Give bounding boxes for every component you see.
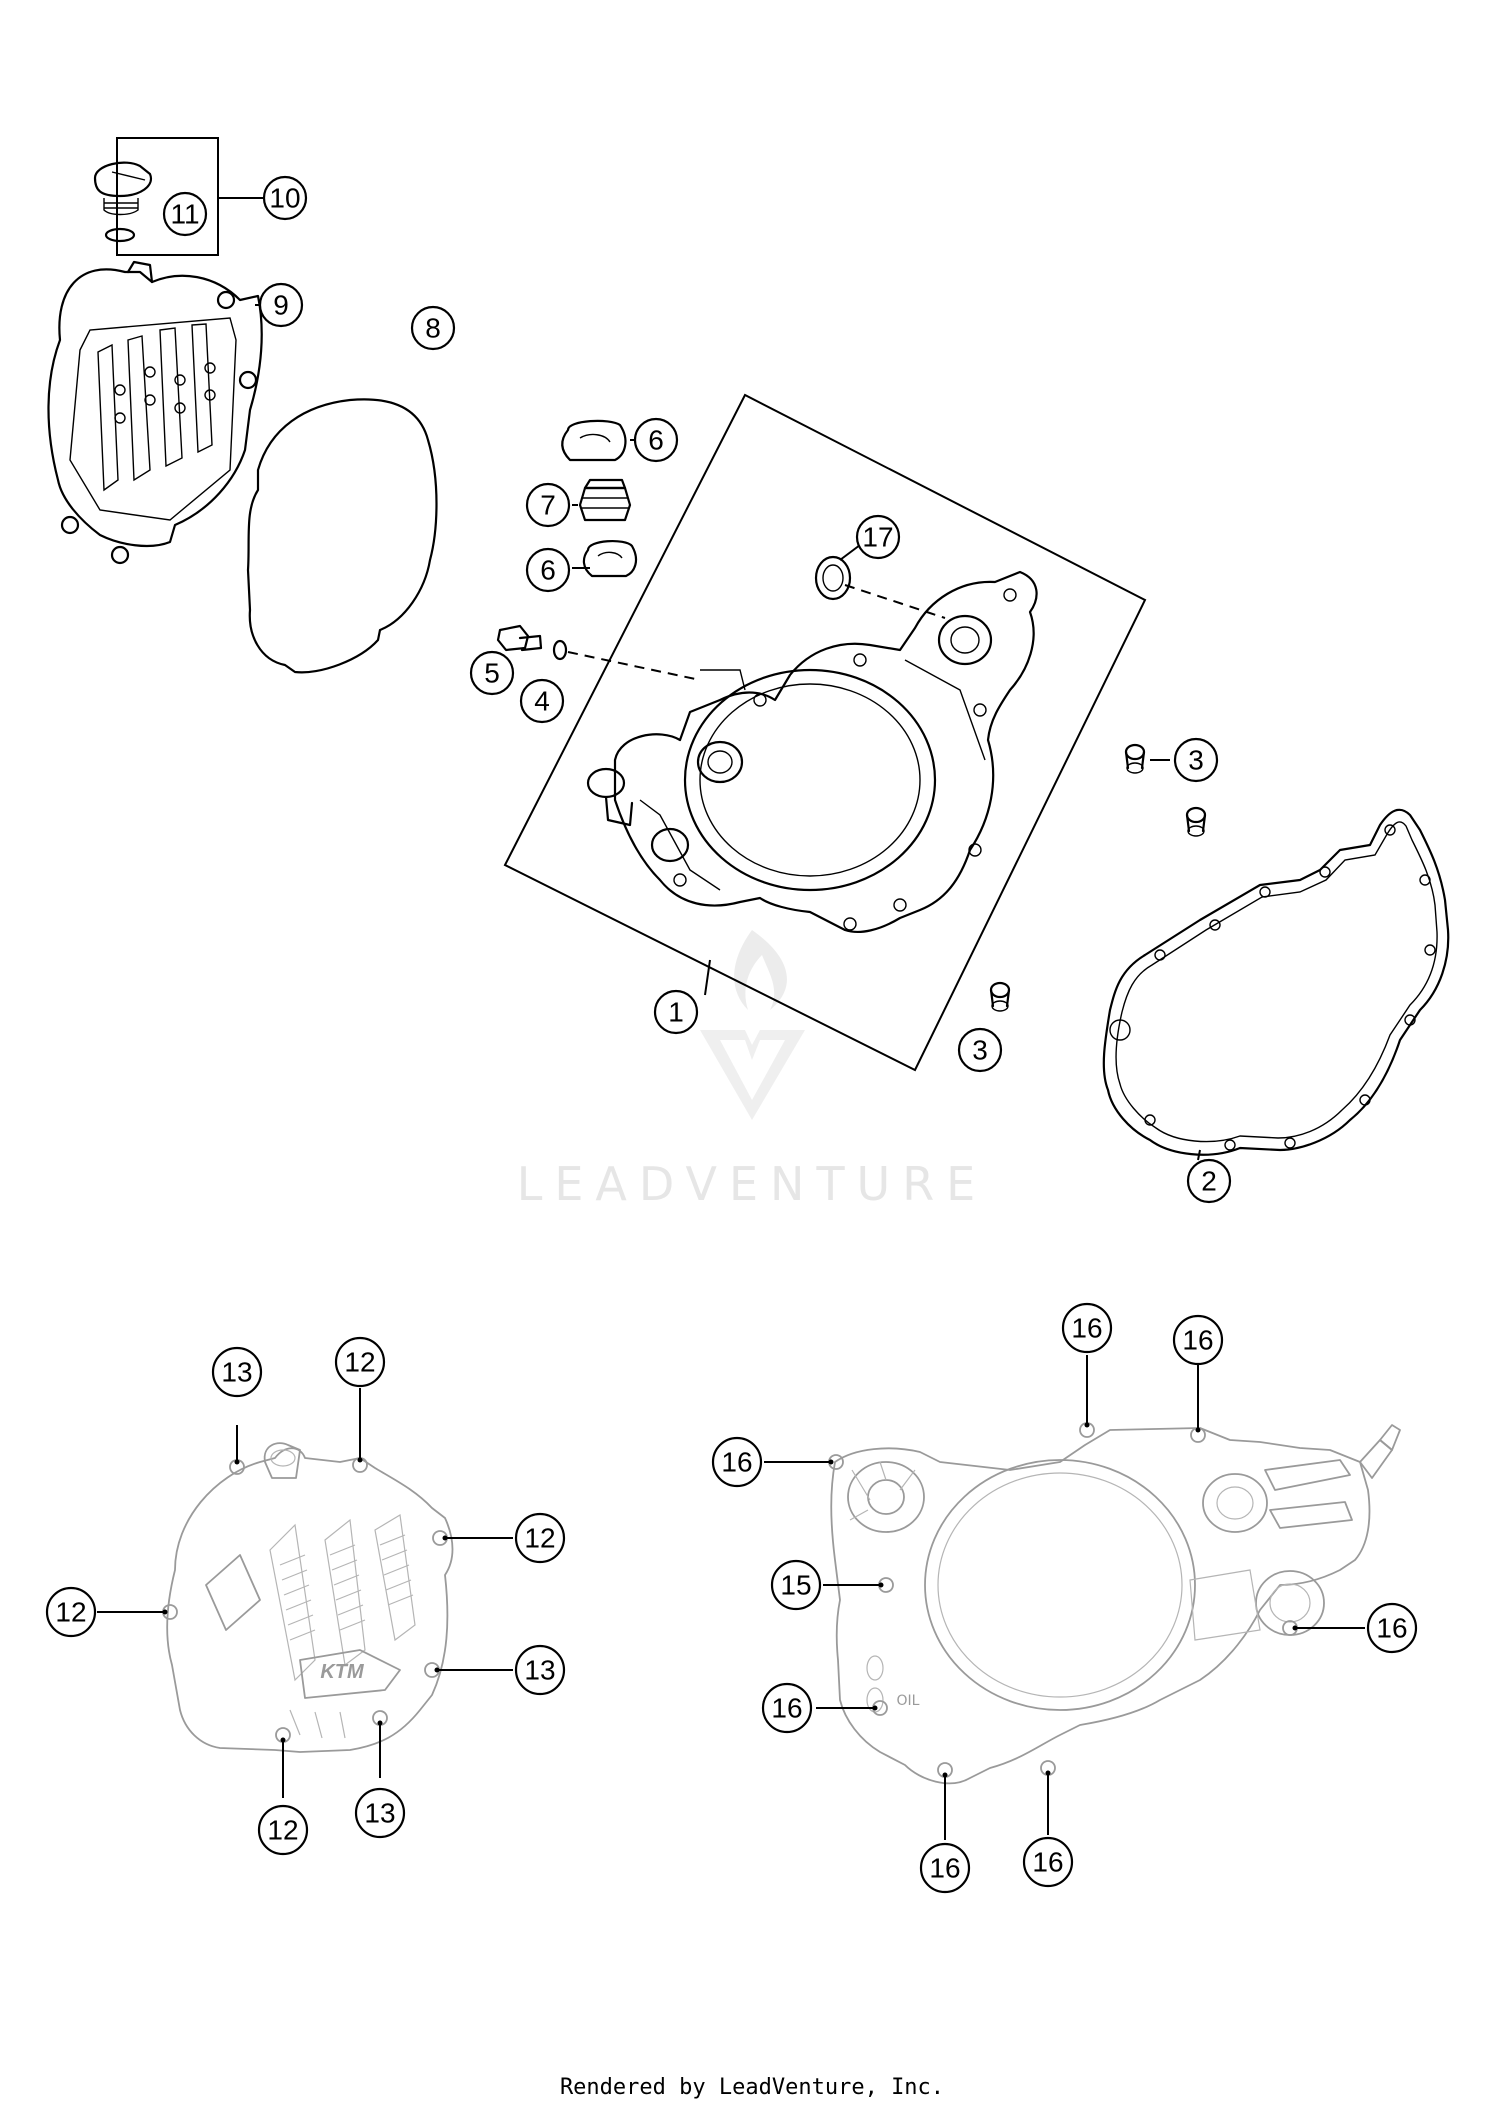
dowel-pin-2 xyxy=(1185,806,1207,837)
cover-o-ring xyxy=(246,398,438,674)
grommet-top xyxy=(561,419,627,462)
ktm-logo: KTM xyxy=(320,1661,365,1683)
svg-text:13: 13 xyxy=(524,1655,555,1686)
svg-text:13: 13 xyxy=(364,1798,395,1829)
callout-10: 10 xyxy=(262,175,308,221)
callout-16-left-bottom: 16 xyxy=(761,1682,813,1734)
svg-text:4: 4 xyxy=(534,686,550,717)
leadventure-flame-logo xyxy=(700,930,805,1120)
svg-text:12: 12 xyxy=(55,1597,86,1628)
svg-text:12: 12 xyxy=(267,1815,298,1846)
grommet-bottom xyxy=(582,540,638,578)
svg-text:16: 16 xyxy=(1032,1847,1063,1878)
svg-text:10: 10 xyxy=(269,183,300,214)
callout-12-bottom: 12 xyxy=(257,1804,309,1856)
callout-13-bottom: 13 xyxy=(354,1787,406,1839)
callout-1: 1 xyxy=(653,989,699,1035)
svg-text:16: 16 xyxy=(771,1693,802,1724)
callout-8: 8 xyxy=(410,305,456,351)
svg-text:7: 7 xyxy=(540,490,556,521)
oil-mark: OIL xyxy=(897,1693,920,1709)
callout-3-top: 3 xyxy=(1173,737,1219,783)
svg-text:8: 8 xyxy=(425,313,441,344)
shaft-seal-ring xyxy=(814,555,852,601)
svg-text:1: 1 xyxy=(668,997,684,1028)
callout-12-right: 12 xyxy=(514,1512,566,1564)
plug-o-ring xyxy=(104,227,136,243)
svg-text:16: 16 xyxy=(1182,1325,1213,1356)
svg-text:2: 2 xyxy=(1201,1166,1217,1197)
svg-text:17: 17 xyxy=(862,522,893,553)
svg-text:16: 16 xyxy=(1071,1313,1102,1344)
callout-6-top: 6 xyxy=(633,417,679,463)
outer-clutch-cover xyxy=(47,260,263,565)
svg-text:16: 16 xyxy=(721,1447,752,1478)
callout-16-left-top: 16 xyxy=(711,1436,763,1488)
callout-16-top-b: 16 xyxy=(1172,1314,1224,1366)
footer-credit: Rendered by LeadVenture, Inc. xyxy=(560,2075,944,2100)
svg-text:6: 6 xyxy=(540,555,556,586)
inner-cover-frame xyxy=(503,393,1147,1072)
callout-6-bottom: 6 xyxy=(525,547,571,593)
svg-text:15: 15 xyxy=(780,1570,811,1601)
svg-text:3: 3 xyxy=(1188,745,1204,776)
svg-text:13: 13 xyxy=(221,1357,252,1388)
rubber-seal xyxy=(578,478,632,522)
svg-text:6: 6 xyxy=(648,425,664,456)
svg-text:16: 16 xyxy=(1376,1613,1407,1644)
callout-16-top-a: 16 xyxy=(1061,1302,1113,1354)
callout-4: 4 xyxy=(519,678,565,724)
callout-5: 5 xyxy=(469,650,515,696)
drain-screw xyxy=(496,624,543,652)
svg-text:5: 5 xyxy=(484,658,500,689)
callout-3-bottom: 3 xyxy=(957,1027,1003,1073)
callout-13-right: 13 xyxy=(514,1644,566,1696)
inner-clutch-cover xyxy=(586,570,1038,934)
outer-cover-bolt-map: KTM xyxy=(97,1388,513,1798)
callout-12-left: 12 xyxy=(45,1586,97,1638)
cover-gasket xyxy=(1102,808,1450,1156)
dowel-pin-1 xyxy=(1124,743,1146,774)
callout-7: 7 xyxy=(525,482,571,528)
svg-text:9: 9 xyxy=(273,290,289,321)
svg-text:16: 16 xyxy=(929,1853,960,1884)
seal-washer xyxy=(552,639,568,661)
svg-text:12: 12 xyxy=(524,1523,555,1554)
callout-2: 2 xyxy=(1186,1158,1232,1204)
callout-11: 11 xyxy=(162,191,208,237)
oil-filler-plug xyxy=(93,161,153,216)
callout-15: 15 xyxy=(770,1559,822,1611)
svg-text:3: 3 xyxy=(972,1035,988,1066)
callout-16-bottom-a: 16 xyxy=(919,1842,971,1894)
svg-text:11: 11 xyxy=(170,199,199,230)
callout-13-top: 13 xyxy=(211,1346,263,1398)
dowel-pin-3 xyxy=(989,981,1011,1012)
inner-cover-bolt-map: OIL xyxy=(764,1355,1401,1840)
watermark-text: LEADVENTURE xyxy=(517,1157,988,1211)
svg-text:12: 12 xyxy=(344,1347,375,1378)
callout-9: 9 xyxy=(258,282,304,328)
callout-12-top: 12 xyxy=(334,1336,386,1388)
callout-16-bottom-b: 16 xyxy=(1022,1836,1074,1888)
callout-17: 17 xyxy=(855,514,901,560)
callout-16-right: 16 xyxy=(1366,1602,1418,1654)
watermark: LEADVENTURE xyxy=(517,930,988,1211)
